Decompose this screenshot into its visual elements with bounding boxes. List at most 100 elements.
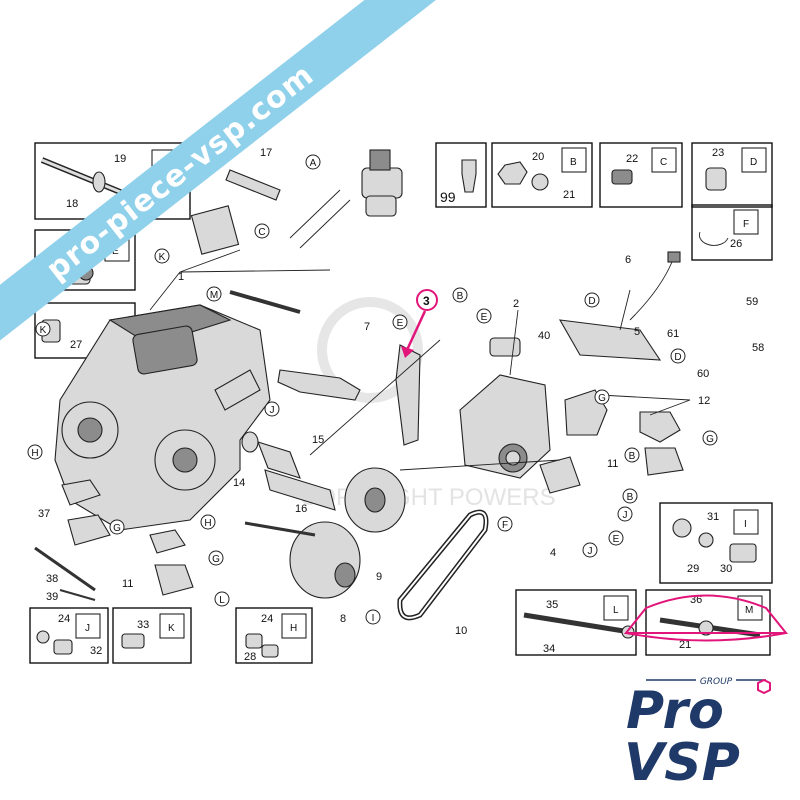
inset-letter-l: L <box>613 605 619 616</box>
callout-1: 1 <box>178 271 184 283</box>
cable-6 <box>629 261 673 321</box>
inset-b-box <box>491 142 593 208</box>
gearbox-2 <box>459 337 551 479</box>
inset-letter-d: D <box>750 157 757 168</box>
callout-34: 34 <box>543 643 555 655</box>
provsp-logo: GROUP Pro VSP <box>623 594 789 788</box>
callout-g4: G <box>706 434 714 445</box>
inset-m-box <box>645 589 771 656</box>
callout-b3: B <box>627 492 634 503</box>
inset-letter-k: K <box>168 623 175 634</box>
callout-22: 22 <box>626 153 638 165</box>
mount-left-1 <box>61 479 101 506</box>
callout-2: 2 <box>513 298 519 310</box>
callout-h2: H <box>204 518 211 529</box>
highlight-arrow <box>405 310 427 351</box>
callout-99: 99 <box>440 189 456 205</box>
callout-28: 28 <box>244 651 256 663</box>
callout-k2: K <box>40 325 47 336</box>
callout-g3: G <box>598 393 606 404</box>
callout-17: 17 <box>260 147 272 159</box>
callout-5: 5 <box>634 326 640 338</box>
callout-35: 35 <box>546 599 558 611</box>
screw-22-icon <box>611 169 633 185</box>
duct-15 <box>257 441 336 511</box>
shaft-m <box>229 290 301 314</box>
callout-10: 10 <box>455 625 467 637</box>
callout-c2: C <box>258 227 265 238</box>
nut-23-icon <box>705 167 727 191</box>
callout-38: 38 <box>46 573 58 585</box>
inset-letter-j: J <box>85 623 90 634</box>
inset-letter-c: C <box>660 157 667 168</box>
shaft-l <box>244 521 316 537</box>
car-outline-icon <box>623 594 789 634</box>
callout-16: 16 <box>295 503 307 515</box>
callout-9: 9 <box>376 571 382 583</box>
inset-letter-h: H <box>290 623 297 634</box>
callout-29: 29 <box>687 563 699 575</box>
callout-21b: 21 <box>679 639 691 651</box>
plug-icon <box>461 159 477 193</box>
logo-group-text: GROUP <box>700 677 733 687</box>
logo-vsp-text: VSP <box>624 733 740 788</box>
callout-30: 30 <box>720 563 732 575</box>
callout-7: 7 <box>364 321 370 333</box>
callout-i: I <box>372 613 375 624</box>
callout-b2: B <box>629 451 636 462</box>
filter-assembly <box>361 149 403 217</box>
inset-f-box <box>691 204 773 261</box>
inset-letter-f: F <box>743 219 749 230</box>
callout-4: 4 <box>550 547 556 559</box>
callout-23: 23 <box>712 147 724 159</box>
inset-i-box <box>659 502 773 584</box>
callout-32: 32 <box>90 645 102 657</box>
callout-e: E <box>397 318 404 329</box>
inset-c-box <box>599 142 683 208</box>
callout-a: A <box>310 158 317 169</box>
mount-12-left <box>149 529 186 554</box>
callout-12: 12 <box>698 395 710 407</box>
callout-11: 11 <box>122 578 133 590</box>
callout-37: 37 <box>38 508 50 520</box>
callout-58: 58 <box>752 342 764 354</box>
nut-20-icon <box>497 161 528 185</box>
logo-pro-text: Pro <box>626 681 724 741</box>
engine-block <box>54 304 271 531</box>
callout-15: 15 <box>312 434 324 446</box>
callout-11b: 11 <box>607 458 618 470</box>
cable-connector <box>667 251 681 263</box>
callout-f: F <box>502 520 508 531</box>
reference-number: 3 <box>423 294 430 308</box>
callout-j2: J <box>623 510 628 521</box>
inset-d-box <box>691 142 773 208</box>
callout-h: H <box>31 448 38 459</box>
belt-10 <box>397 509 489 621</box>
clamp-14 <box>241 431 259 453</box>
inset-l-box <box>515 589 637 656</box>
callout-18: 18 <box>66 198 78 210</box>
callout-61: 61 <box>667 328 679 340</box>
callout-b: B <box>457 291 464 302</box>
callout-59: 59 <box>746 296 758 308</box>
rod-39 <box>59 589 96 601</box>
callout-27: 27 <box>70 339 82 351</box>
callout-d2: D <box>674 352 681 363</box>
callout-14: 14 <box>233 477 245 489</box>
bracket-17 <box>225 169 281 201</box>
inset-letter-e: E <box>112 246 119 257</box>
inset-letter-b: B <box>570 157 577 168</box>
callout-6: 6 <box>625 254 631 266</box>
highlight-circle <box>416 289 438 311</box>
callout-g: G <box>113 523 121 534</box>
inset-letter-m: M <box>745 605 753 616</box>
callout-21: 21 <box>563 189 575 201</box>
copyright-mark <box>317 297 423 403</box>
bracket-7 <box>277 369 361 401</box>
callout-20: 20 <box>532 151 544 163</box>
mount-11-left <box>154 564 194 596</box>
inset-letter-i: I <box>744 519 747 530</box>
callout-e3: E <box>613 534 620 545</box>
